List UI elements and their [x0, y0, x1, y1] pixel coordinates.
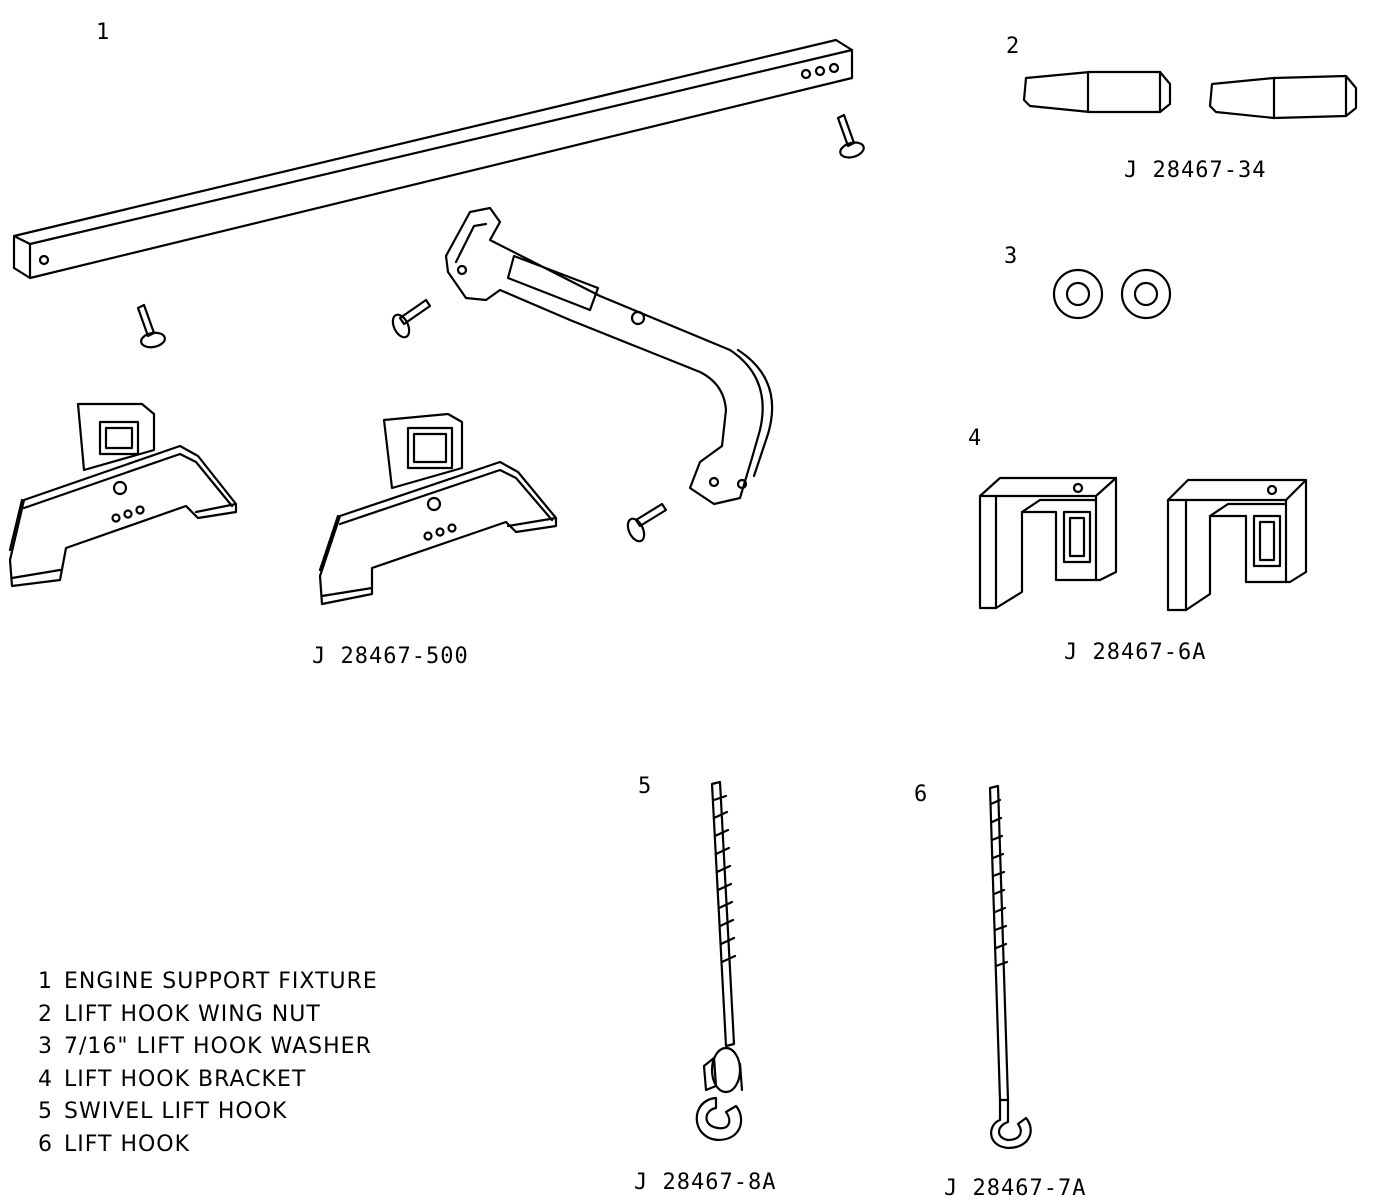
part-number-lift-hook: J 28467-7A: [944, 1176, 1087, 1201]
bolt: [626, 502, 668, 543]
legend-label: SWIVEL LIFT HOOK: [64, 1099, 288, 1124]
part-number-swivel-lift-hook: J 28467-8A: [634, 1170, 777, 1195]
callout-6: 6: [914, 782, 929, 807]
legend-label: 7/16" LIFT HOOK WASHER: [64, 1034, 372, 1059]
bolt: [836, 113, 865, 159]
callout-1: 1: [96, 20, 111, 45]
legend-item: 3 7/16" LIFT HOOK WASHER: [38, 1031, 378, 1064]
crossbar: [12, 38, 854, 280]
wing-nut: [1208, 74, 1358, 120]
callout-4: 4: [968, 426, 983, 451]
legend-label: LIFT HOOK WING NUT: [64, 1001, 321, 1027]
legend-label: LIFT HOOK: [64, 1131, 191, 1157]
part-number-wing-nut: J 28467-34: [1124, 158, 1267, 183]
part-number-engine-support-fixture: J 28467-500: [312, 644, 469, 669]
legend: 1 ENGINE SUPPORT FIXTURE 2 LIFT HOOK WING …: [38, 966, 378, 1161]
lift-hook-bracket: [1166, 478, 1308, 612]
callout-3: 3: [1004, 244, 1019, 269]
legend-item: 1 ENGINE SUPPORT FIXTURE: [38, 966, 378, 999]
legend-number: 1: [38, 969, 53, 994]
lift-hook: [988, 784, 1032, 1150]
wing-nut: [1022, 70, 1172, 114]
callout-5: 5: [638, 774, 653, 799]
part-number-lift-hook-bracket: J 28467-6A: [1064, 640, 1207, 665]
legend-number: 5: [38, 1099, 53, 1124]
legend-item: 2 LIFT HOOK WING NUT: [38, 999, 378, 1032]
legend-item: 6 LIFT HOOK: [38, 1129, 378, 1162]
adapter-bracket-right: [318, 412, 558, 606]
bolt: [136, 303, 166, 349]
legend-number: 4: [38, 1066, 53, 1092]
washer: [1052, 268, 1104, 320]
legend-item: 4 LIFT HOOK BRACKET: [38, 1064, 378, 1097]
adapter-bracket-left: [8, 402, 238, 588]
legend-number: 6: [38, 1131, 53, 1157]
legend-label: LIFT HOOK BRACKET: [64, 1066, 307, 1092]
legend-label: ENGINE SUPPORT FIXTURE: [64, 969, 378, 994]
strap-arm: [444, 206, 774, 506]
lift-hook-bracket: [978, 476, 1118, 610]
bolt: [391, 298, 432, 339]
legend-number: 3: [38, 1034, 53, 1059]
legend-number: 2: [38, 1001, 53, 1027]
swivel-lift-hook: [695, 780, 744, 1142]
washer: [1120, 268, 1172, 320]
callout-2: 2: [1006, 34, 1021, 59]
legend-item: 5 SWIVEL LIFT HOOK: [38, 1096, 378, 1129]
